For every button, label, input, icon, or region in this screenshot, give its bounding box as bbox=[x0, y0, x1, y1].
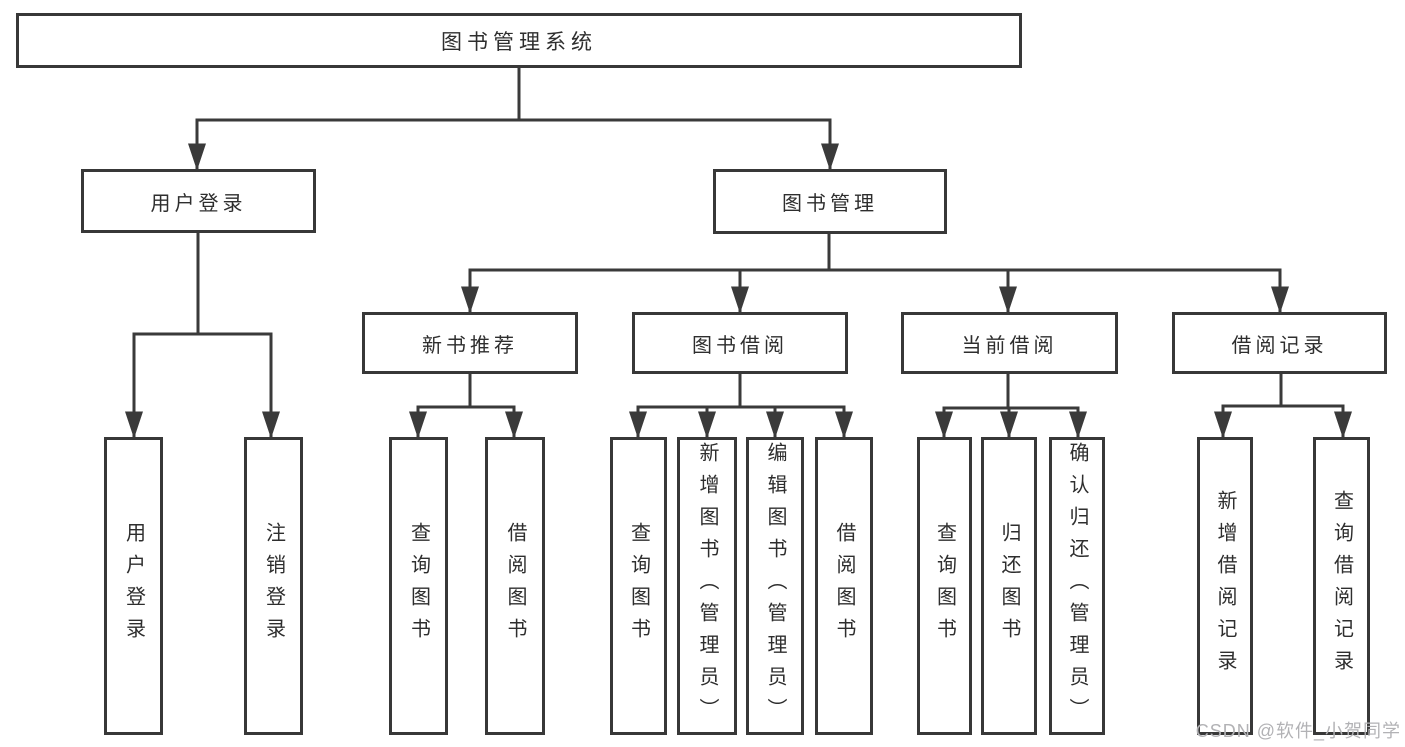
leaf-label: 注销登录 bbox=[262, 522, 285, 650]
node-current-borrowing: 当前借阅 bbox=[901, 312, 1118, 374]
node-book-management: 图书管理 bbox=[713, 169, 947, 234]
leaf-search-books-borrowing: 查询图书 bbox=[610, 437, 667, 735]
leaf-label: 归还图书 bbox=[998, 522, 1020, 650]
node-book-borrowing: 图书借阅 bbox=[632, 312, 848, 374]
leaf-label: 编辑图书（管理员） bbox=[764, 442, 786, 730]
leaf-label: 查询图书 bbox=[933, 522, 956, 650]
csdn-watermark: CSDN @软件_小贺同学 bbox=[1195, 721, 1401, 741]
node-label: 借阅记录 bbox=[1231, 334, 1328, 357]
leaf-return-books: 归还图书 bbox=[981, 437, 1037, 735]
node-borrowing-records: 借阅记录 bbox=[1172, 312, 1387, 374]
leaf-search-books-recommend: 查询图书 bbox=[389, 437, 448, 735]
leaf-borrow-books: 借阅图书 bbox=[815, 437, 873, 735]
node-user-login: 用户登录 bbox=[81, 169, 316, 233]
leaf-label: 借阅图书 bbox=[504, 522, 526, 650]
node-label: 图书管理系统 bbox=[441, 30, 597, 54]
leaf-search-books-current: 查询图书 bbox=[917, 437, 972, 735]
leaf-label: 查询图书 bbox=[627, 522, 650, 650]
node-label: 图书借阅 bbox=[692, 334, 788, 357]
leaf-label: 用户登录 bbox=[122, 522, 145, 650]
leaf-label: 查询图书 bbox=[407, 522, 430, 650]
leaf-label: 查询借阅记录 bbox=[1330, 490, 1353, 682]
leaf-label: 借阅图书 bbox=[833, 522, 855, 650]
leaf-logout: 注销登录 bbox=[244, 437, 303, 735]
leaf-label: 新增图书（管理员） bbox=[696, 442, 718, 730]
leaf-confirm-return-admin: 确认归还（管理员） bbox=[1049, 437, 1105, 735]
node-label: 当前借阅 bbox=[961, 334, 1058, 357]
leaf-label: 确认归还（管理员） bbox=[1066, 442, 1088, 730]
node-library-system: 图书管理系统 bbox=[16, 13, 1022, 68]
leaf-add-borrow-record: 新增借阅记录 bbox=[1197, 437, 1253, 735]
leaf-user-login: 用户登录 bbox=[104, 437, 163, 735]
node-new-book-recommend: 新书推荐 bbox=[362, 312, 578, 374]
leaf-search-borrow-record: 查询借阅记录 bbox=[1313, 437, 1370, 735]
node-label: 新书推荐 bbox=[422, 334, 518, 357]
leaf-label: 新增借阅记录 bbox=[1214, 490, 1236, 682]
leaf-add-books-admin: 新增图书（管理员） bbox=[677, 437, 737, 735]
node-label: 用户登录 bbox=[150, 192, 247, 215]
leaf-edit-books-admin: 编辑图书（管理员） bbox=[746, 437, 804, 735]
leaf-borrow-books-recommend: 借阅图书 bbox=[485, 437, 545, 735]
node-label: 图书管理 bbox=[782, 193, 878, 215]
